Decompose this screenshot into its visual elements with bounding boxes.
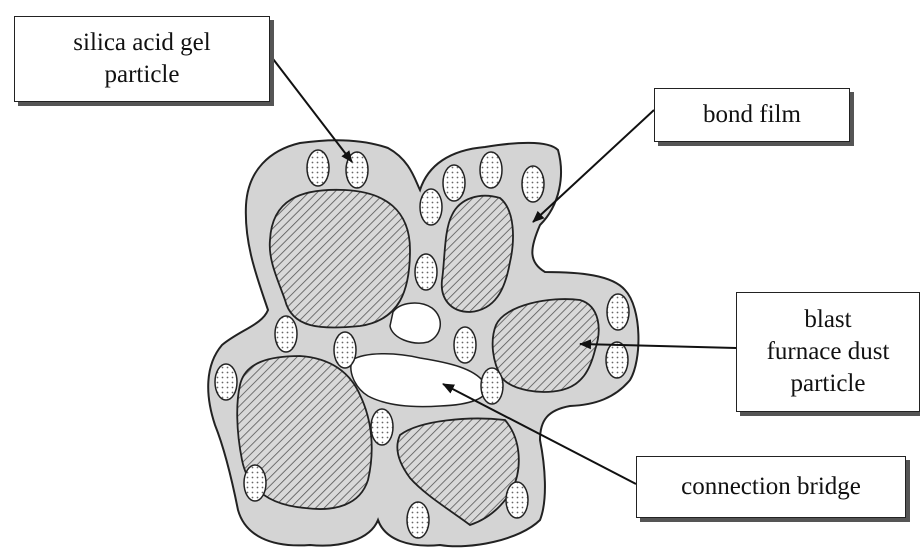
- label-text: blast: [767, 304, 890, 336]
- label-connection-bridge: connection bridge: [636, 456, 906, 518]
- silica-gel-particle: [506, 482, 528, 518]
- silica-gel-particle: [443, 165, 465, 201]
- label-silica-acid-gel-particle: silica acid gel particle: [14, 16, 270, 102]
- label-text: connection bridge: [681, 471, 861, 503]
- silica-gel-particle: [522, 166, 544, 202]
- silica-gel-particle: [275, 316, 297, 352]
- silica-gel-particle: [420, 189, 442, 225]
- silica-gel-particle: [480, 152, 502, 188]
- label-text: particle: [73, 59, 210, 91]
- label-blast-furnace-dust-particle: blast furnace dust particle: [736, 292, 920, 412]
- label-text: silica acid gel: [73, 27, 210, 59]
- silica-gel-particle: [307, 150, 329, 186]
- label-text: bond film: [703, 99, 801, 131]
- silica-gel-particle: [215, 364, 237, 400]
- silica-gel-particle: [415, 254, 437, 290]
- silica-gel-particle: [481, 368, 503, 404]
- silica-gel-particle: [454, 327, 476, 363]
- silica-gel-particle: [244, 465, 266, 501]
- label-text: furnace dust: [767, 336, 890, 368]
- silica-gel-particle: [407, 502, 429, 538]
- label-bond-film: bond film: [654, 88, 850, 142]
- silica-gel-particle: [606, 342, 628, 378]
- silica-gel-particle: [371, 409, 393, 445]
- silica-gel-particle: [334, 332, 356, 368]
- dust-particle-right: [493, 299, 599, 392]
- silica-gel-particle: [607, 294, 629, 330]
- dust-particle-top-left: [270, 190, 410, 328]
- label-text: particle: [767, 368, 890, 400]
- pore-small: [390, 303, 440, 343]
